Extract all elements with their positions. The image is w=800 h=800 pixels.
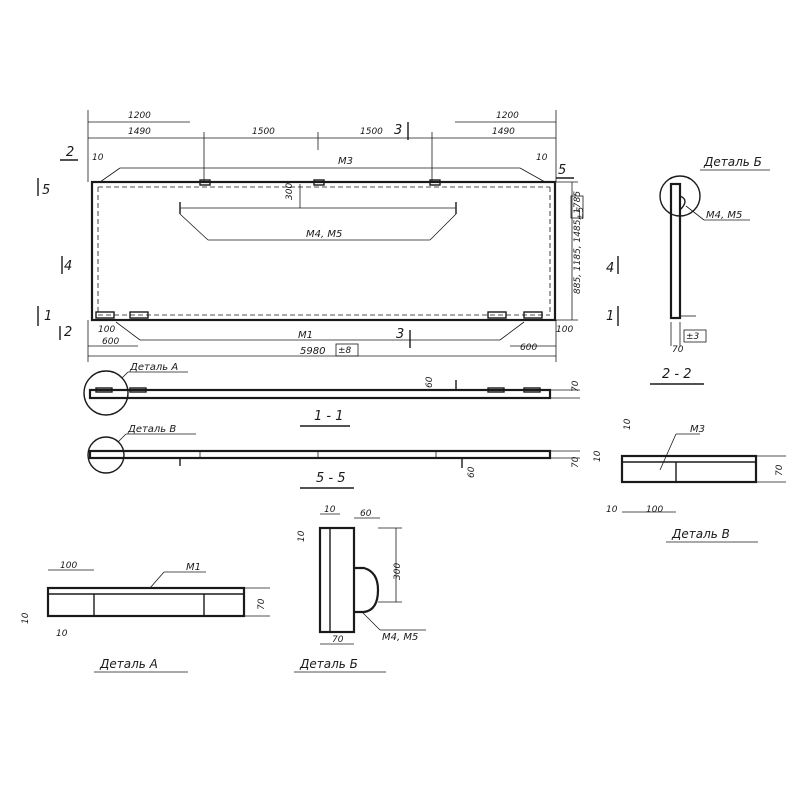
dim-70-5-5: 70	[571, 456, 581, 468]
detail-a-title: Деталь А	[99, 657, 158, 671]
marker-3-bottom: 3	[396, 327, 404, 342]
dim-1490-right: 1490	[492, 127, 515, 137]
embed-plate-bottom-4	[523, 311, 543, 319]
callout-circle-v	[87, 436, 125, 474]
embed-plate-top-1	[199, 179, 211, 186]
dim-70-2-2: 70	[672, 345, 684, 355]
marker-1-left: 1	[44, 309, 52, 324]
width-options: 885, 1185, 1485, 1785	[573, 191, 583, 294]
dim-70-b: 70	[332, 635, 344, 645]
section-2-2: Деталь Б M4, M5 ±3 70 2 - 2	[650, 155, 770, 385]
marker-4-right: 4	[606, 261, 614, 276]
dim-600-left: 600	[102, 337, 119, 347]
marker-4-left: 4	[64, 259, 72, 274]
width-tolerance: ±5	[576, 206, 586, 220]
callout-circle-a	[83, 370, 129, 416]
label-m1-detail-a: M1	[186, 562, 201, 573]
marker-2-top: 2	[66, 145, 74, 160]
embed-plate-bottom-2	[129, 311, 149, 319]
marker-5-right: 5	[558, 163, 566, 178]
dim-100-left: 100	[98, 325, 115, 335]
section-1-1: Деталь А 60 70 1 - 1	[83, 362, 581, 427]
section-title-2-2: 2 - 2	[662, 367, 692, 382]
embed-plate-top-2	[313, 179, 325, 186]
dim-60-1-1: 60	[425, 376, 435, 388]
dim-1500-left: 1500	[252, 127, 275, 137]
length-tolerance: ±8	[338, 346, 352, 356]
main-plan-view: 1200 1200 1490 1500 1500 1490 3 10 10 M3…	[37, 110, 619, 362]
marker-5-left: 5	[42, 183, 50, 198]
dim-60-b: 60	[360, 509, 372, 519]
label-m4-m5-detail-b: M4, M5	[382, 632, 418, 643]
embed-plate-top-3	[429, 179, 441, 186]
dim-1200-right: 1200	[496, 111, 519, 121]
detail-v-outline	[620, 454, 758, 484]
dim-10-top-b: 10	[324, 505, 336, 515]
dim-100-a: 100	[60, 561, 77, 571]
detail-b-circle-title: Деталь Б	[703, 155, 762, 169]
label-m4-m5-2-2: M4, M5	[706, 210, 742, 221]
panel-outline	[90, 180, 557, 322]
section-2-2-outline	[669, 182, 682, 320]
dim-10-bottom-a: 10	[56, 629, 68, 639]
section-5-5: Деталь В 60 70 5 - 5	[87, 424, 581, 489]
dim-1200-left: 1200	[128, 111, 151, 121]
dim-70-v: 70	[775, 464, 785, 476]
detail-b-loop	[354, 566, 380, 614]
section-title-1-1: 1 - 1	[314, 409, 344, 424]
dim-1500-right: 1500	[360, 127, 383, 137]
label-m1: M1	[298, 330, 313, 341]
dim-60-5-5: 60	[467, 466, 477, 478]
dim-1490-left: 1490	[128, 127, 151, 137]
detail-a: 100 M1 10 10 70 Деталь А	[21, 561, 270, 673]
dim-10-left: 10	[92, 153, 104, 163]
dim-70-1-1: 70	[571, 380, 581, 392]
embed-plate-bottom-1	[95, 311, 115, 319]
embed-plate-bottom-3	[487, 311, 507, 319]
dim-length-5980: 5980	[300, 346, 325, 357]
label-m3: M3	[338, 156, 353, 167]
marker-2-bottom: 2	[64, 325, 72, 340]
detail-a-outline	[46, 586, 246, 618]
detail-v: M3 10 10 70 10 100 Деталь В	[593, 418, 786, 543]
dim-10-side-b: 10	[297, 530, 307, 542]
dim-10-bottom-v: 10	[606, 505, 618, 515]
dim-100-v: 100	[646, 505, 663, 515]
dim-300-b: 300	[393, 563, 403, 580]
detail-v-title: Деталь В	[671, 527, 730, 541]
dim-300: 300	[285, 183, 295, 200]
callout-detail-v: Деталь В	[127, 424, 176, 435]
detail-b-outline	[318, 526, 356, 634]
dim-600-right: 600	[520, 343, 537, 353]
dim-10-top-v: 10	[623, 418, 633, 430]
label-m4-m5: M4, M5	[306, 229, 342, 240]
dim-100-right: 100	[556, 325, 573, 335]
label-m3-detail-v: M3	[690, 424, 705, 435]
marker-3-top: 3	[394, 123, 402, 138]
dim-10-side-a: 10	[21, 612, 31, 624]
tolerance-2-2: ±3	[686, 332, 700, 342]
section-title-5-5: 5 - 5	[316, 471, 346, 486]
dim-10-side-v: 10	[593, 450, 603, 462]
callout-detail-a: Деталь А	[129, 362, 178, 373]
marker-1-right: 1	[606, 309, 614, 324]
detail-b-title: Деталь Б	[299, 657, 358, 671]
dim-70-a: 70	[257, 598, 267, 610]
detail-b: 10 60 10 300 70 M4, M5 Деталь Б	[294, 505, 426, 673]
dim-10-right: 10	[536, 153, 548, 163]
